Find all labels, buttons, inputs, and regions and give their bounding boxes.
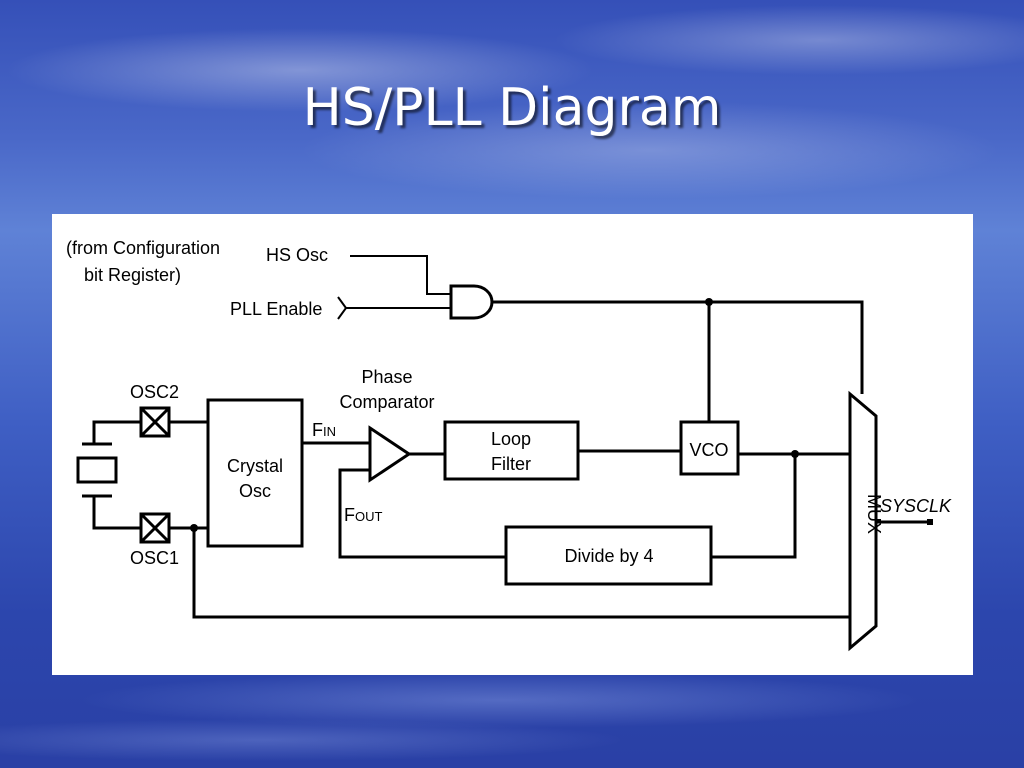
config-note-line2: bit Register) bbox=[84, 265, 181, 285]
crystal-osc-line1: Crystal bbox=[227, 456, 283, 476]
crystal-osc-line2: Osc bbox=[239, 481, 271, 501]
phase-comparator-line1: Phase bbox=[361, 367, 412, 387]
crystal-symbol bbox=[78, 422, 141, 528]
pll-enable-input-arrow bbox=[338, 297, 346, 319]
slide-title: HS/PLL Diagram bbox=[0, 78, 1024, 138]
diagram-panel: (from Configuration bit Register) HS Osc… bbox=[52, 214, 973, 675]
fout-label: FOUT bbox=[344, 505, 383, 525]
hs-pll-block-diagram: (from Configuration bit Register) HS Osc… bbox=[52, 214, 973, 675]
and-gate bbox=[451, 286, 492, 318]
sysclk-terminal bbox=[927, 519, 933, 525]
osc1-label: OSC1 bbox=[130, 548, 179, 568]
phase-comparator-line2: Comparator bbox=[339, 392, 434, 412]
fin-label: FIN bbox=[312, 420, 336, 440]
config-note-line1: (from Configuration bbox=[66, 238, 220, 258]
sysclk-label: SYSCLK bbox=[880, 496, 952, 516]
pll-enable-label: PLL Enable bbox=[230, 299, 322, 319]
loop-filter-line1: Loop bbox=[491, 429, 531, 449]
vco-label: VCO bbox=[689, 440, 728, 460]
osc2-label: OSC2 bbox=[130, 382, 179, 402]
loop-filter-line2: Filter bbox=[491, 454, 531, 474]
hs-osc-wire bbox=[350, 256, 451, 294]
osc2-pin bbox=[141, 408, 169, 436]
divide-by-4-label: Divide by 4 bbox=[564, 546, 653, 566]
and-output-wire bbox=[492, 302, 862, 394]
osc1-pin bbox=[141, 514, 169, 542]
phase-comparator-triangle bbox=[370, 428, 409, 480]
hs-osc-label: HS Osc bbox=[266, 245, 328, 265]
